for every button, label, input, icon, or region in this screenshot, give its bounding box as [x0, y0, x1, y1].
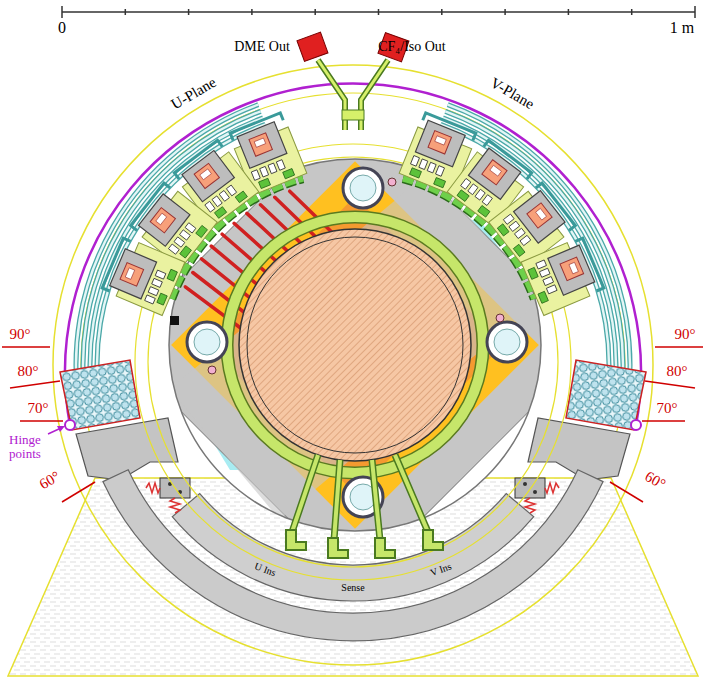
angle-label: 90°	[10, 327, 31, 343]
outlet-label: CF₄/Iso Out	[378, 40, 446, 55]
angle-label: 70°	[657, 401, 678, 417]
scale-bar	[62, 6, 695, 18]
electronics-board	[521, 236, 604, 315]
support-stand	[8, 478, 698, 676]
chamber-core	[239, 229, 471, 461]
central-plate	[115, 105, 596, 586]
lower-frame	[103, 470, 603, 641]
insulator-pipe	[286, 455, 443, 558]
chamber-ring	[227, 217, 483, 473]
spring-latch	[146, 478, 190, 513]
hinge-label: Hinge points	[2, 433, 48, 460]
plane-label: U-Plane	[169, 75, 219, 113]
insulator-label: V Ins	[429, 561, 453, 578]
sense-label: Sense	[341, 583, 364, 594]
angle-label: 80°	[18, 364, 39, 380]
scale-label: 1 m	[670, 20, 694, 37]
scale-label: 0	[58, 20, 66, 37]
hinge-point	[65, 420, 75, 430]
electronics-board	[101, 236, 184, 315]
angle-label: 60°	[642, 469, 668, 493]
hinge-arrow	[48, 426, 65, 434]
cable-pack	[60, 360, 140, 430]
spring-latch	[515, 478, 559, 513]
plane-label: V-Plane	[487, 75, 536, 113]
cable-pack	[566, 360, 646, 430]
outlet-label: DME Out	[234, 40, 290, 55]
chamber-ring	[227, 217, 483, 473]
angle-label: 60°	[37, 469, 63, 493]
hinge-point	[631, 420, 641, 430]
chamber-core-edge	[247, 237, 463, 453]
angle-label: 90°	[675, 327, 696, 343]
angle-tick	[2, 347, 703, 502]
angle-label: 70°	[28, 401, 49, 417]
insulator-label: U Ins	[253, 561, 277, 578]
angle-label: 80°	[667, 364, 688, 380]
outer-envelope	[53, 65, 653, 665]
support-tube	[170, 168, 527, 517]
